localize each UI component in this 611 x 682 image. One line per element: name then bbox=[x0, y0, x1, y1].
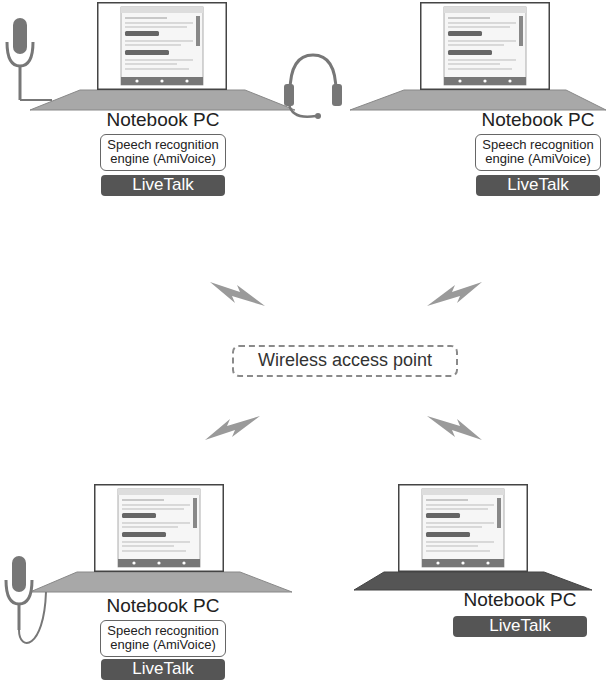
engine-box: Speech recognition engine (AmiVoice) bbox=[100, 134, 226, 171]
notebook-illustration bbox=[354, 485, 592, 590]
node-text: Speech recognition engine (AmiVoice) bbox=[105, 138, 221, 167]
engine-box: Speech recognition engine (AmiVoice) bbox=[475, 134, 601, 171]
app-box: LiveTalk bbox=[453, 616, 587, 637]
headset-icon bbox=[284, 55, 342, 119]
access-point-box: Wireless access point bbox=[232, 345, 458, 377]
engine-box: Speech recognition engine (AmiVoice) bbox=[100, 620, 226, 657]
notebook-illustration bbox=[350, 3, 606, 110]
notebook-illustration bbox=[30, 3, 295, 110]
device-label: Notebook PC bbox=[106, 596, 219, 617]
node-text: Speech recognition engine (AmiVoice) bbox=[480, 138, 596, 167]
node-text: LiveTalk bbox=[105, 660, 221, 679]
node-text: LiveTalk bbox=[105, 176, 221, 195]
device-label: Notebook PC bbox=[481, 110, 594, 131]
node-text: Wireless access point bbox=[240, 351, 450, 371]
microphone-icon bbox=[6, 556, 46, 643]
app-box: LiveTalk bbox=[101, 659, 225, 680]
node-text: LiveTalk bbox=[480, 176, 596, 195]
app-box: LiveTalk bbox=[101, 175, 225, 196]
microphone-icon bbox=[7, 18, 52, 100]
device-label: Notebook PC bbox=[463, 590, 576, 611]
notebook-illustration bbox=[30, 485, 292, 592]
app-box: LiveTalk bbox=[476, 175, 600, 196]
wireless-bolt bbox=[205, 282, 482, 440]
device-label: Notebook PC bbox=[106, 110, 219, 131]
node-text: LiveTalk bbox=[457, 617, 583, 636]
node-text: Speech recognition engine (AmiVoice) bbox=[105, 624, 221, 653]
